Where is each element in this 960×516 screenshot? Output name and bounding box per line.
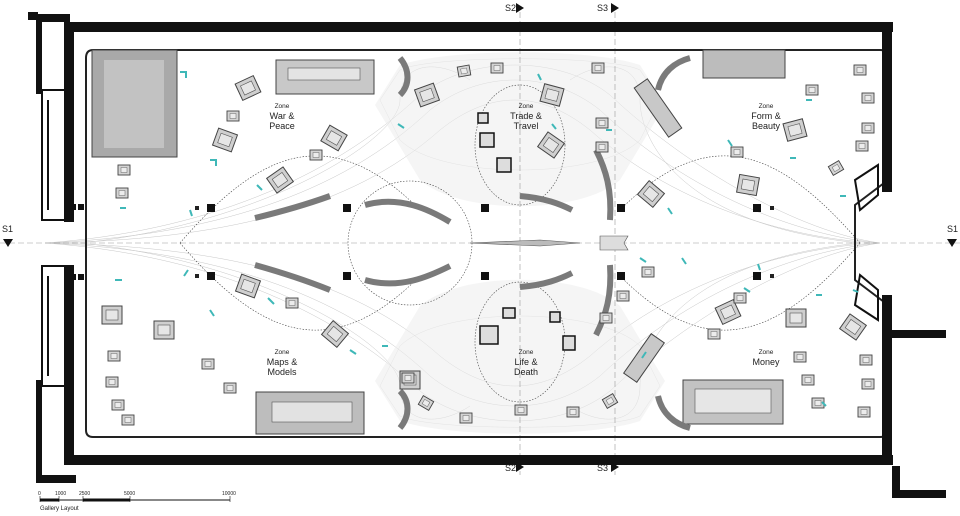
- zone-line1: Form &: [751, 111, 781, 121]
- zone-prefix: Zone: [759, 103, 774, 110]
- zone-life-death: Zone Life & Death: [514, 349, 538, 377]
- section-label-s1-left: S1: [2, 224, 13, 234]
- zone-war-peace: Zone War & Peace: [269, 103, 295, 131]
- section-label-s2-bottom: S2: [505, 463, 516, 473]
- zone-line1: Maps &: [267, 357, 298, 367]
- section-label-s3-top: S3: [597, 3, 608, 13]
- zone-prefix: Zone: [519, 103, 534, 110]
- zone-line2: Travel: [514, 121, 539, 131]
- scale-tick-0: 0: [38, 491, 41, 497]
- zone-prefix: Zone: [759, 349, 774, 356]
- scale-tick-2500: 2500: [79, 491, 90, 497]
- zone-prefix: Zone: [519, 349, 534, 356]
- zone-line1: Life &: [514, 357, 537, 367]
- central-axis-feature: [469, 235, 629, 251]
- zone-line2: Beauty: [752, 121, 781, 131]
- scale-tick-10000: 10000: [222, 491, 236, 497]
- teal-accents: [115, 71, 859, 407]
- large-display-areas: [91, 49, 786, 435]
- section-label-s3-bottom: S3: [597, 463, 608, 473]
- zone-money: Zone Money: [752, 349, 780, 367]
- zone-form-beauty: Zone Form & Beauty: [751, 103, 781, 131]
- zone-line2: Models: [267, 367, 297, 377]
- zone-line2: Peace: [269, 121, 295, 131]
- zone-line1: Money: [752, 357, 780, 367]
- zone-maps-models: Zone Maps & Models: [267, 349, 298, 377]
- zone-prefix: Zone: [275, 103, 290, 110]
- zone-line1: War &: [270, 111, 295, 121]
- zone-line2: Death: [514, 367, 538, 377]
- section-label-s2-top: S2: [505, 3, 516, 13]
- scale-bar: 0 1000 2500 5000 10000 Gallery Layout: [38, 491, 236, 512]
- plan-caption: Gallery Layout: [40, 506, 79, 512]
- zone-line1: Trade &: [510, 111, 542, 121]
- scale-tick-5000: 5000: [124, 491, 135, 497]
- zone-prefix: Zone: [275, 349, 290, 356]
- section-label-s1-right: S1: [947, 224, 958, 234]
- wall-details: [41, 89, 879, 387]
- scale-tick-1000: 1000: [55, 491, 66, 497]
- curved-partitions: [254, 55, 691, 431]
- central-feature-cases: [477, 112, 576, 351]
- zone-trade-travel: Zone Trade & Travel: [510, 103, 542, 131]
- center-markers: [195, 206, 774, 278]
- section-arrows: [3, 3, 957, 472]
- columns: [70, 204, 761, 280]
- long-cases: [622, 78, 683, 383]
